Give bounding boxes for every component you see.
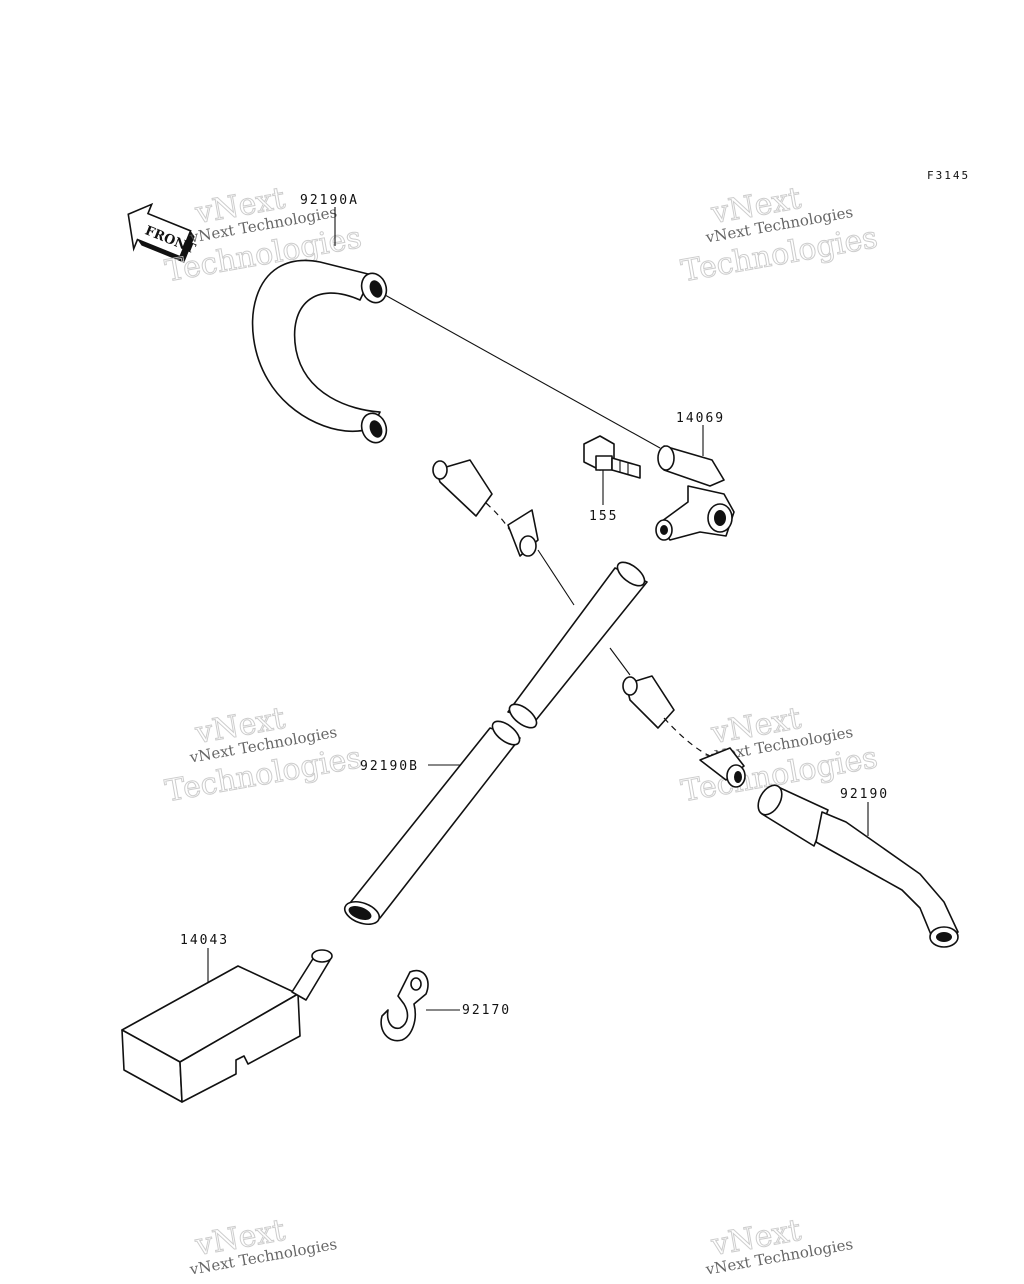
tube-middle xyxy=(507,561,648,729)
part-number-14069: 14069 xyxy=(676,411,725,426)
part-number-92190b: 92190B xyxy=(360,759,419,774)
hose-92190 xyxy=(757,784,959,948)
watermark: vNext vNext Technologies Technologies xyxy=(678,180,881,289)
part-number-14043: 14043 xyxy=(180,933,229,948)
clamp-92170 xyxy=(380,969,460,1042)
part-number-92190a: 92190A xyxy=(300,193,359,208)
hose-92190a xyxy=(251,207,661,449)
hose-lower-short xyxy=(622,675,746,788)
part-number-92190: 92190 xyxy=(840,787,889,802)
hose-upper-short xyxy=(432,459,575,606)
part-number-155: 155 xyxy=(589,509,618,524)
watermark: vNext vNext Technologies xyxy=(188,1212,339,1278)
diagram-code: F3145 xyxy=(927,169,970,182)
separator-14043 xyxy=(121,948,333,1103)
tube-92190b xyxy=(343,720,521,926)
watermark: vNext vNext Technologies xyxy=(704,1212,855,1278)
watermark: vNext vNext Technologies Technologies xyxy=(162,700,365,809)
fitting-14069 xyxy=(655,425,735,541)
part-number-92170: 92170 xyxy=(462,1003,511,1018)
bolt-155 xyxy=(583,435,641,505)
